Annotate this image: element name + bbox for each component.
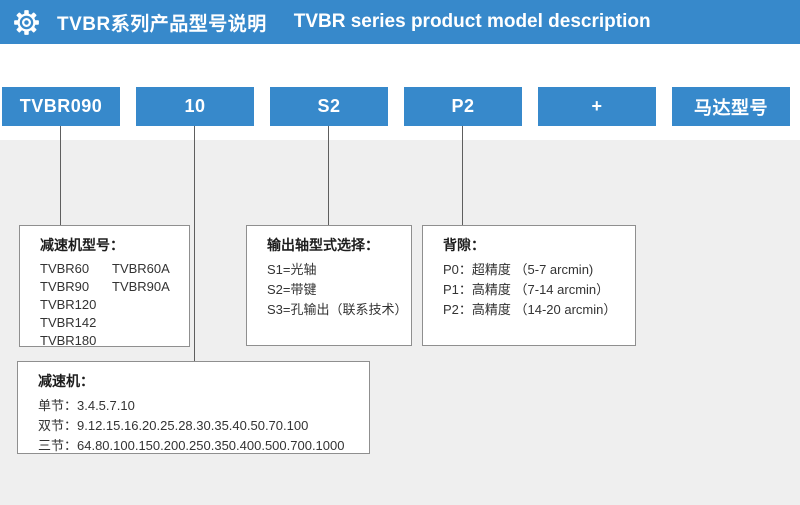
gearbox-model-box: 减速机型号： TVBR60 TVBR60A TVBR90 TVBR90A TVB… [19, 225, 190, 348]
page-title-zh: TVBR系列产品型号说明 [57, 13, 267, 35]
output-shaft-option: S2=带键 [267, 282, 317, 297]
gear-icon [14, 9, 39, 35]
header-bar: TVBR系列产品型号说明 TVBR series product model d… [0, 0, 800, 44]
output-shaft-option: S3=孔输出（联系技术） [267, 302, 408, 317]
gearbox-model-row: TVBR142 [40, 315, 97, 330]
model-segment-motor: 马达型号 [672, 87, 790, 126]
connector-line-ratio [194, 126, 195, 361]
gearbox-model-title: 减速机型号： [40, 237, 124, 253]
connector-line-series [60, 126, 61, 225]
backlash-option: P2：高精度 （14-20 arcmin） [443, 302, 617, 317]
backlash-option: P1：高精度 （7-14 arcmin） [443, 282, 610, 297]
ratio-title: 减速机： [38, 373, 94, 389]
output-shaft-option: S1=光轴 [267, 262, 317, 277]
gearbox-model-row: TVBR120 [40, 297, 97, 312]
model-segment-series: TVBR090 [2, 87, 120, 126]
model-segment-plus: + [538, 87, 656, 126]
ratio-box: 减速机： 单节：3.4.5.7.10 双节：9.12.15.16.20.25.2… [17, 361, 370, 454]
gearbox-model-row: TVBR60 TVBR60A [40, 261, 170, 276]
model-segment-shaft: S2 [270, 87, 388, 126]
backlash-option: P0：超精度 （5-7 arcmin) [443, 262, 594, 277]
gearbox-model-row: TVBR90 TVBR90A [40, 279, 170, 294]
output-shaft-box: 输出轴型式选择： S1=光轴 S2=带键 S3=孔输出（联系技术） [246, 225, 412, 346]
connector-line-shaft [328, 126, 329, 225]
backlash-title: 背隙： [443, 237, 485, 253]
backlash-box: 背隙： P0：超精度 （5-7 arcmin) P1：高精度 （7-14 arc… [422, 225, 636, 346]
model-segment-ratio: 10 [136, 87, 254, 126]
ratio-double-stage: 双节：9.12.15.16.20.25.28.30.35.40.50.70.10… [38, 418, 309, 433]
page-title-en: TVBR series product model description [293, 11, 651, 32]
connector-line-backlash [462, 126, 463, 225]
ratio-triple-stage: 三节：64.80.100.150.200.250.350.400.500.700… [38, 438, 345, 453]
model-segment-backlash: P2 [404, 87, 522, 126]
gearbox-model-row: TVBR180 [40, 333, 97, 348]
ratio-single-stage: 单节：3.4.5.7.10 [38, 398, 135, 413]
output-shaft-title: 输出轴型式选择： [267, 237, 379, 253]
